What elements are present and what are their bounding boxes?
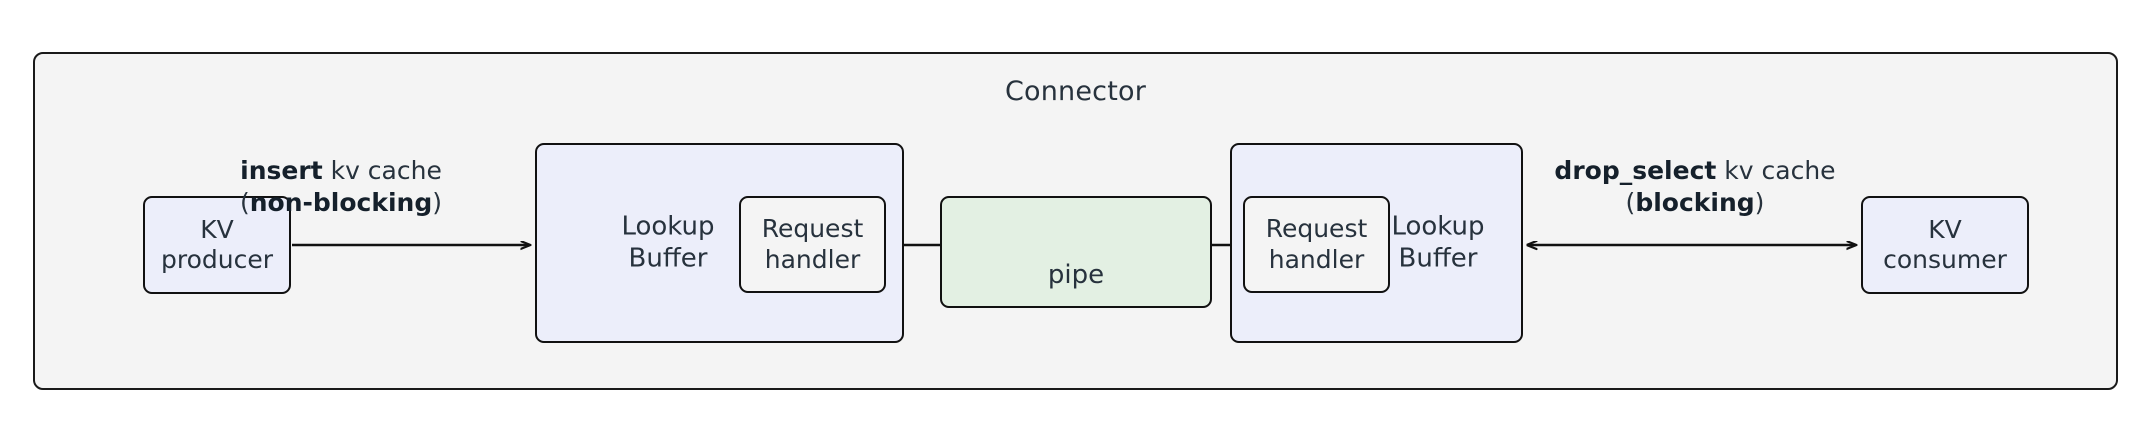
edge-label-insert-bold: insert [240, 156, 323, 185]
node-kv-producer[interactable]: KV producer [143, 196, 291, 294]
edge-label-drop-select-line1: drop_select kv cache [1525, 155, 1865, 187]
edge-label-insert-open: ( [239, 188, 250, 217]
node-request-handler-right[interactable]: Request handler [1243, 196, 1390, 293]
node-request-handler-left-label: Request handler [761, 214, 864, 274]
edge-label-drop-select-line2: (blocking) [1525, 187, 1865, 219]
node-kv-consumer-label: KV consumer [1883, 214, 2007, 275]
edge-label-insert-mode: non-blocking [249, 188, 433, 217]
node-request-handler-left[interactable]: Request handler [739, 196, 886, 293]
node-kv-consumer[interactable]: KV consumer [1861, 196, 2029, 294]
edge-label-drop-select-open: ( [1625, 188, 1636, 217]
edge-label-drop-select-bold: drop_select [1554, 156, 1717, 185]
edge-label-drop-select-rest: kv cache [1716, 156, 1836, 185]
edge-label-insert-close: ) [432, 188, 443, 217]
node-lookup-buffer-right-label: Lookup Buffer [1391, 211, 1485, 273]
node-request-handler-right-label: Request handler [1265, 214, 1368, 274]
node-pipe[interactable]: pipe [940, 196, 1212, 308]
connector-title: Connector [1004, 76, 1147, 107]
edge-label-insert-line2: (non-blocking) [216, 187, 466, 219]
edge-label-insert-line1: insert kv cache [216, 155, 466, 187]
node-pipe-label: pipe [1047, 260, 1105, 291]
node-lookup-buffer-left-label: Lookup Buffer [621, 211, 715, 273]
node-kv-producer-label: KV producer [160, 214, 273, 275]
edge-label-insert: insert kv cache (non-blocking) [216, 155, 466, 219]
edge-label-drop-select-mode: blocking [1635, 188, 1755, 217]
edge-label-drop-select: drop_select kv cache (blocking) [1525, 155, 1865, 219]
edge-label-drop-select-close: ) [1754, 188, 1765, 217]
edge-label-insert-rest: kv cache [322, 156, 442, 185]
